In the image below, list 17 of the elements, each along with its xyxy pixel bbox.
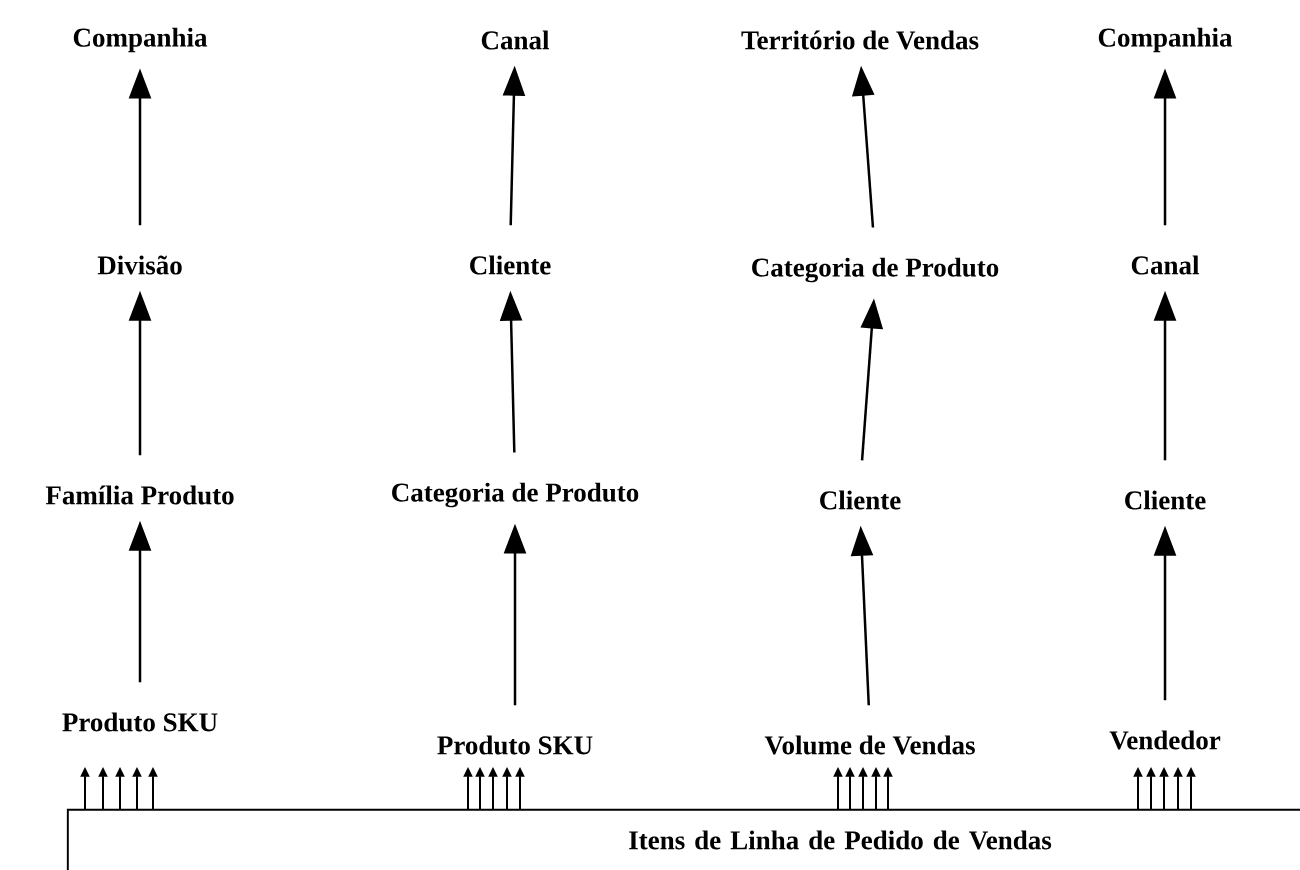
level-label: Cliente — [470, 255, 551, 275]
level-label: Cliente — [820, 490, 901, 510]
level-label: Canal — [1131, 255, 1200, 275]
level-label: Canal — [481, 30, 550, 50]
level-label: Vendedor — [1109, 730, 1221, 750]
level-label: Companhia — [73, 27, 208, 53]
level-label: Família Produto — [45, 485, 234, 505]
level-label: Categoria de Produto — [392, 482, 639, 508]
level-label: Volume de Vendas — [764, 735, 975, 755]
level-label: Companhia — [1098, 27, 1233, 53]
level-label: Produto SKU — [437, 735, 593, 755]
level-label: Território de Vendas — [741, 30, 979, 50]
base-table-band: Itens de Linha de Pedido de Vendas — [66, 808, 1300, 870]
level-label: Divisão — [97, 255, 182, 275]
level-label: Produto SKU — [62, 712, 218, 732]
level-label: Categoria de Produto — [752, 257, 999, 283]
level-label: Cliente — [1125, 490, 1206, 510]
